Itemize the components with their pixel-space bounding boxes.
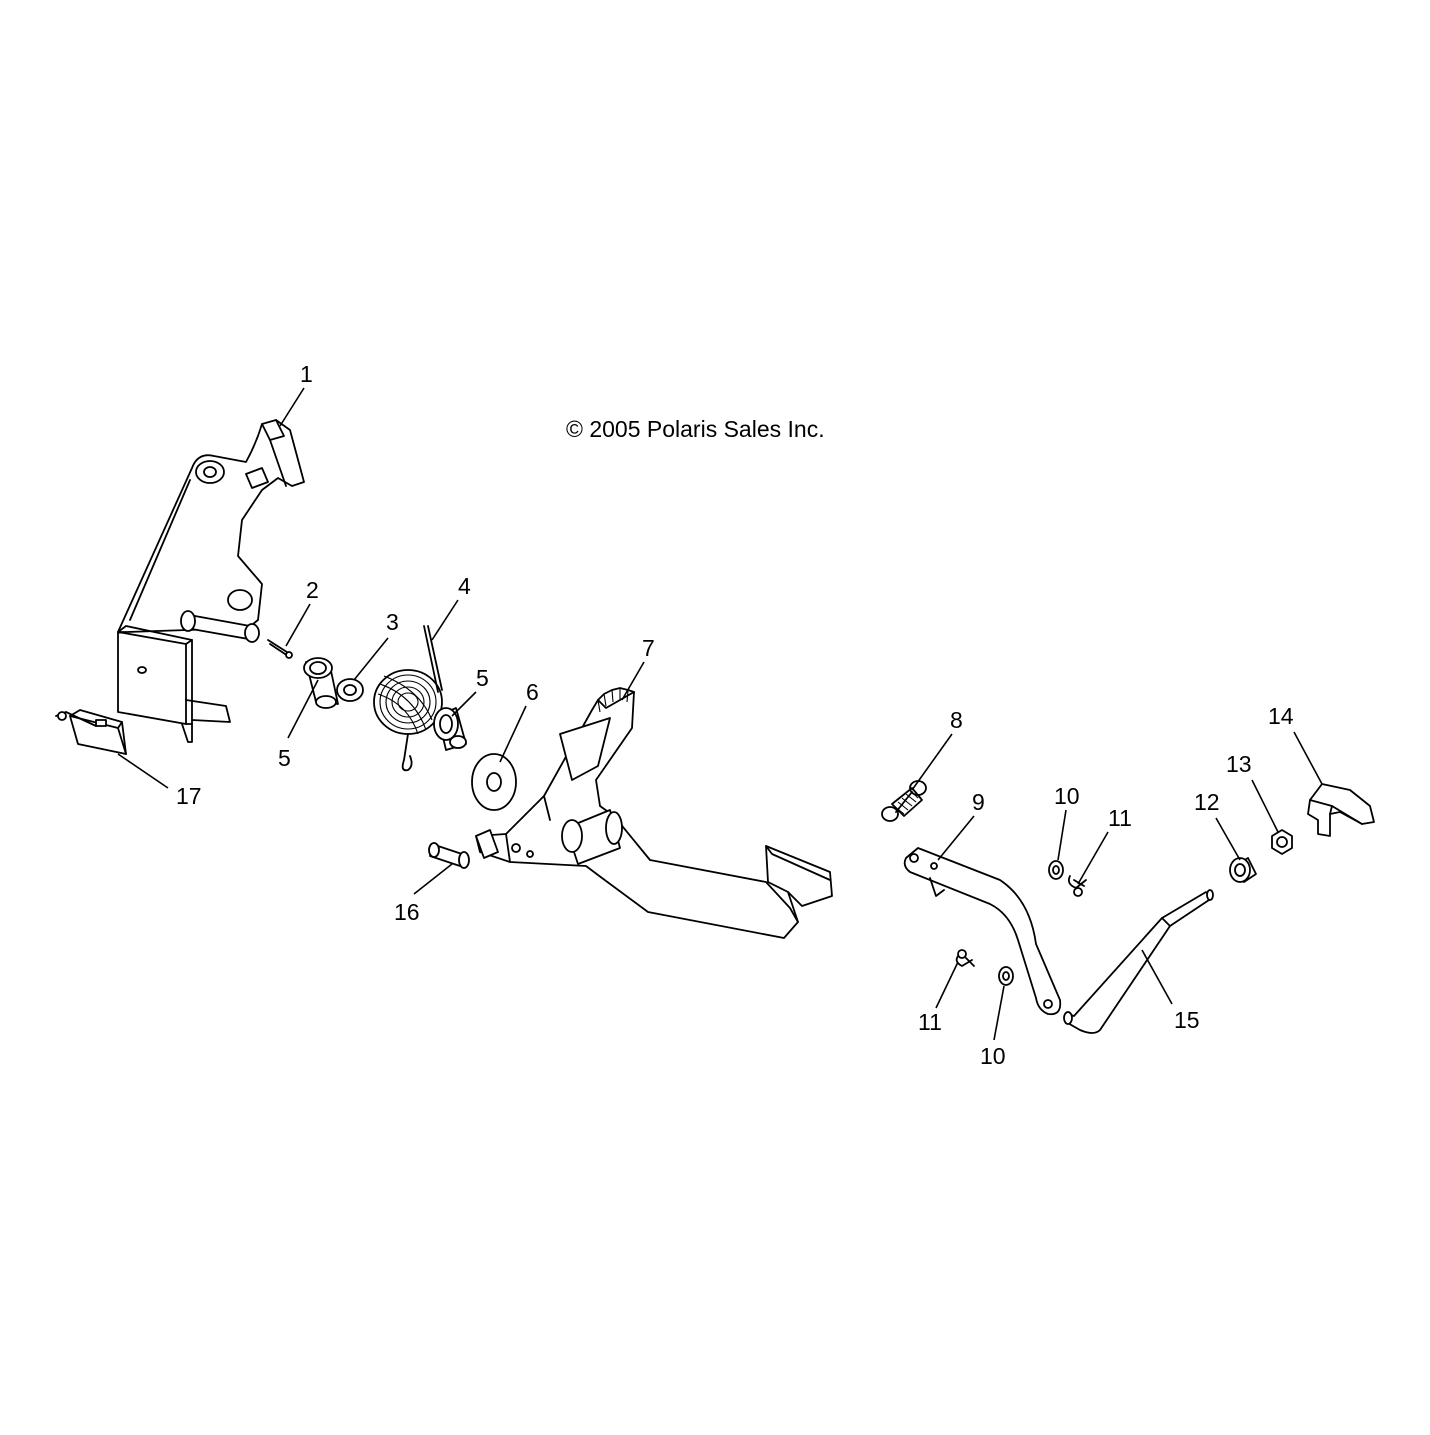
leader-5b: [451, 691, 477, 717]
part-4-torsion-spring: [373, 625, 443, 772]
callout-10b: 10: [980, 1043, 1006, 1069]
part-6-large-washer: [471, 753, 517, 811]
leader-4: [431, 599, 459, 641]
part-10-washer-upper: [1048, 860, 1064, 880]
callout-11b: 11: [918, 1009, 942, 1035]
callout-5a: 5: [278, 745, 291, 771]
callout-2: 2: [306, 577, 319, 603]
copyright-notice: © 2005 Polaris Sales Inc.: [566, 416, 825, 442]
leader-14: [1293, 731, 1323, 785]
callout-12: 12: [1194, 789, 1220, 815]
callout-5b: 5: [476, 665, 489, 691]
leader-1: [279, 387, 305, 427]
callout-13: 13: [1226, 751, 1252, 777]
callout-labels: 1 2 3 4 5 5 6 7 8 9 10 10 11 11 12 13 14…: [176, 361, 1294, 1069]
leader-5a: [287, 679, 319, 739]
callout-8: 8: [950, 707, 963, 733]
callout-7: 7: [642, 635, 655, 661]
callout-11a: 11: [1108, 805, 1132, 831]
callout-3: 3: [386, 609, 399, 635]
part-1-mounting-bracket: [117, 419, 305, 743]
leader-7: [621, 661, 645, 701]
leader-lines: [117, 387, 1323, 1041]
part-17-switch: [55, 709, 127, 755]
callout-16: 16: [394, 899, 420, 925]
callout-9: 9: [972, 789, 985, 815]
part-11-clip-upper: [1067, 875, 1087, 897]
leader-12: [1215, 817, 1241, 861]
part-9-lever-arm: [903, 847, 1062, 1016]
part-7-brake-pedal: [475, 687, 833, 939]
leader-13: [1251, 779, 1279, 833]
part-13-nut: [1271, 829, 1293, 855]
part-3-washer: [336, 678, 364, 702]
leader-11b: [935, 961, 959, 1009]
callout-1: 1: [300, 361, 313, 387]
part-10-washer-lower: [998, 966, 1014, 986]
part-5-bushing-left: [303, 657, 339, 709]
leader-15: [1141, 949, 1173, 1005]
leader-3: [353, 637, 389, 681]
callout-15: 15: [1174, 1007, 1200, 1033]
leader-9: [937, 815, 975, 861]
callout-6: 6: [526, 679, 539, 705]
part-8-extension-spring: [881, 780, 927, 822]
leader-16: [413, 863, 453, 895]
leader-11a: [1077, 831, 1109, 885]
callout-4: 4: [458, 573, 471, 599]
part-11-clip-lower: [955, 949, 975, 967]
leader-6: [499, 705, 527, 763]
leader-17: [117, 753, 169, 789]
part-16-clevis-pin: [428, 842, 470, 869]
part-15-rod: [1063, 889, 1214, 1034]
leader-8: [911, 733, 953, 791]
leader-10b: [993, 985, 1005, 1041]
callout-17: 17: [176, 783, 202, 809]
callout-14: 14: [1268, 703, 1294, 729]
leader-2: [285, 603, 311, 647]
part-5-bushing-right: [433, 707, 467, 751]
part-14-cam-block: [1307, 783, 1375, 837]
part-12-bushing: [1229, 857, 1257, 883]
part-2-cotter-pin: [267, 639, 293, 659]
callout-10a: 10: [1054, 783, 1080, 809]
leader-10a: [1057, 809, 1067, 861]
